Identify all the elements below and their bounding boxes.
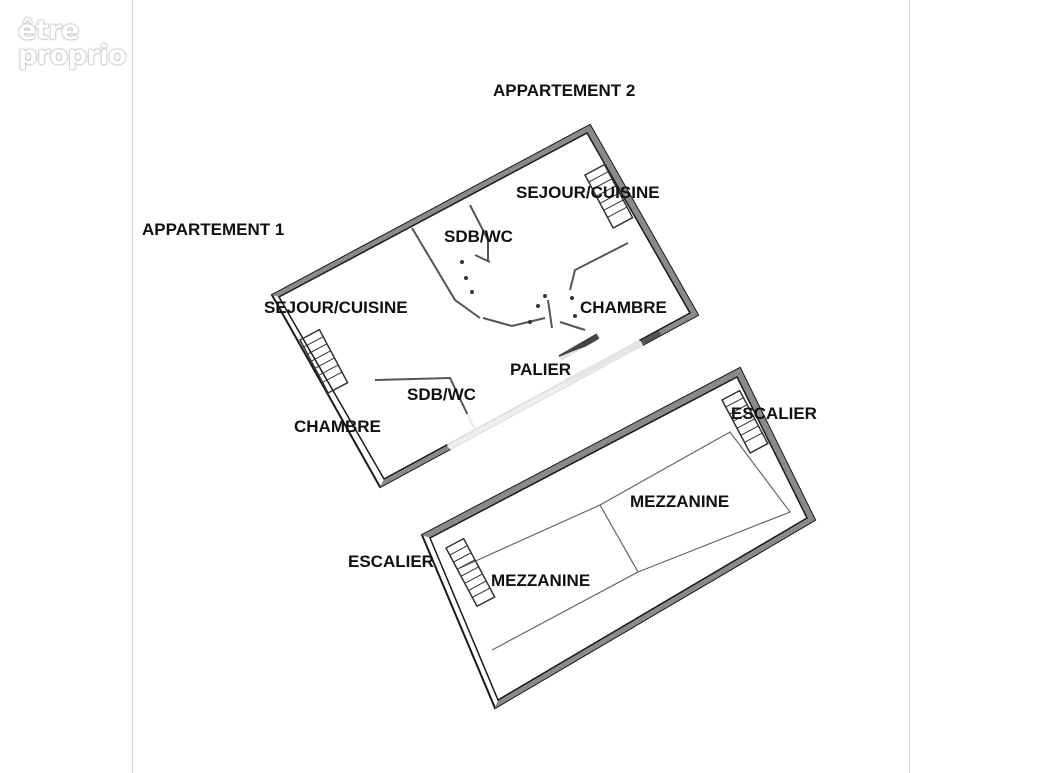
document-page: [132, 0, 910, 773]
label-sdb-wc-1: SDB/WC: [444, 227, 513, 246]
label-sejour-cuisine-1: SEJOUR/CUISINE: [264, 298, 408, 317]
label-sdb-wc-2: SDB/WC: [407, 385, 476, 404]
partition-chambre-2: [569, 242, 629, 291]
label-palier: PALIER: [510, 360, 571, 379]
mezzanine-2-outline: [599, 431, 791, 573]
mezzanine-partitions: [459, 431, 791, 651]
partition-sdb-wc-1-right: [469, 204, 489, 262]
label-chambre-1: CHAMBRE: [294, 417, 381, 436]
lower-floor-wall-band: [422, 368, 815, 708]
label-chambre-2: CHAMBRE: [580, 298, 667, 317]
watermark-line-1: être: [18, 15, 79, 46]
room-labels: APPARTEMENT 2 APPARTEMENT 1 SEJOUR/CUISI…: [142, 81, 817, 590]
label-mezzanine-1: MEZZANINE: [491, 571, 590, 590]
label-mezzanine-2: MEZZANINE: [630, 492, 729, 511]
lower-stair-left: [444, 537, 496, 608]
lower-stair-right: [720, 389, 769, 454]
mezzanine-1-outline: [459, 504, 639, 651]
upper-stair-left: [298, 328, 349, 394]
label-appartement-2: APPARTEMENT 2: [493, 81, 635, 100]
watermark-line-2: proprio: [18, 40, 127, 71]
label-sejour-cuisine-2: SEJOUR/CUISINE: [516, 183, 660, 202]
partition-sdb-wc-2: [374, 376, 476, 431]
partition-sdb-wc-1: [411, 227, 481, 319]
upper-floor-inner-wall: [277, 131, 692, 481]
door-leaf-3: [547, 299, 553, 329]
upper-floor-block: [270, 123, 700, 489]
door-leaf-4: [474, 254, 491, 263]
label-escalier-2: ESCALIER: [731, 404, 817, 423]
label-escalier-1: ESCALIER: [348, 552, 434, 571]
label-appartement-1: APPARTEMENT 1: [142, 220, 284, 239]
door-leaf-5: [482, 317, 513, 327]
door-leaf-2: [559, 321, 586, 331]
scan-smudge: [446, 337, 644, 453]
upper-stair-right: [583, 163, 634, 229]
door-swing-dots: [460, 260, 577, 324]
etre-proprio-watermark-logo: être proprio: [18, 15, 127, 71]
